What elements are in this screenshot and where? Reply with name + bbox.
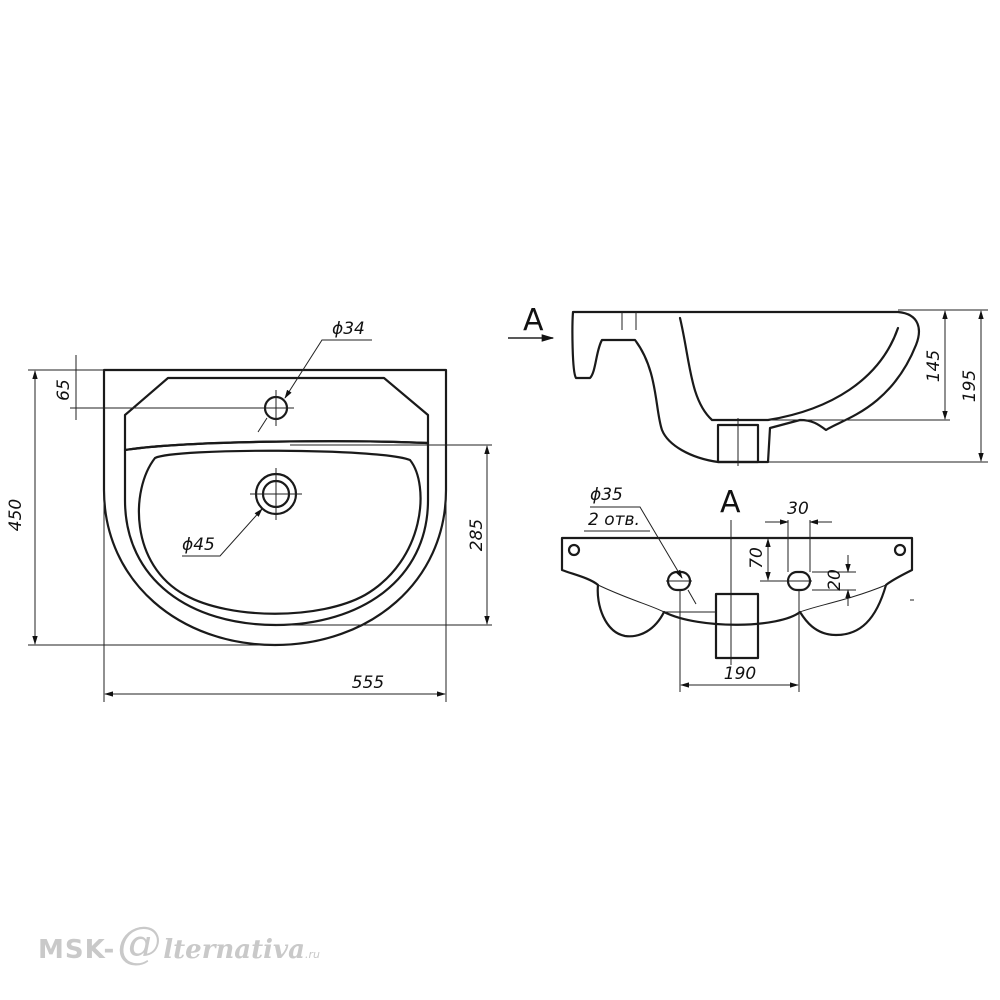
dim-slot-width-label: 30: [787, 499, 809, 519]
mount-hole-left-corner: [567, 543, 581, 557]
dim-width-label: 555: [352, 673, 384, 693]
dim-hole-height-label: 70: [747, 547, 767, 569]
watermark-at-symbol: @: [117, 918, 162, 969]
dim-height-label: 450: [6, 499, 26, 531]
side-profile-outer: [571, 310, 920, 464]
front-profile: [560, 536, 914, 638]
dim-mount-hole-label: ϕ35: [590, 485, 623, 505]
dim-tap-offset-label: 65: [54, 379, 74, 401]
bowl-outline: [123, 440, 430, 627]
dim-bowl-label: 285: [467, 519, 487, 551]
watermark-rest: lternativa: [163, 935, 305, 965]
front-view-label: A: [720, 485, 741, 520]
mount-hole-right-corner: [893, 543, 907, 557]
dim-depth-total-label: 195: [960, 370, 980, 402]
watermark-brand: MSK-: [38, 935, 116, 965]
side-view: A 145 195: [508, 303, 988, 466]
front-drain-neck: [714, 592, 760, 660]
side-view-label: A: [523, 303, 544, 338]
bowl-inner: [137, 449, 422, 615]
dim-tap-hole-label: ϕ34: [332, 319, 365, 339]
front-view: A ϕ35 2 отв. 30 70 20: [560, 485, 914, 692]
basin-outline: [102, 368, 448, 647]
dim-drain-label: ϕ45: [182, 535, 215, 555]
dim-mount-count-label: 2 отв.: [588, 510, 640, 530]
top-view: 450 65 285 555 ϕ34 ϕ45: [6, 319, 492, 702]
side-profile-inner: [678, 316, 900, 422]
watermark-logo: MSK-@lternativa.ru: [38, 918, 320, 969]
dim-hole-spacing-label: 190: [724, 664, 756, 684]
dim-depth-bowl-label: 145: [924, 350, 944, 382]
watermark-tld: .ru: [305, 948, 320, 961]
dim-slot-height-label: 20: [825, 569, 845, 591]
